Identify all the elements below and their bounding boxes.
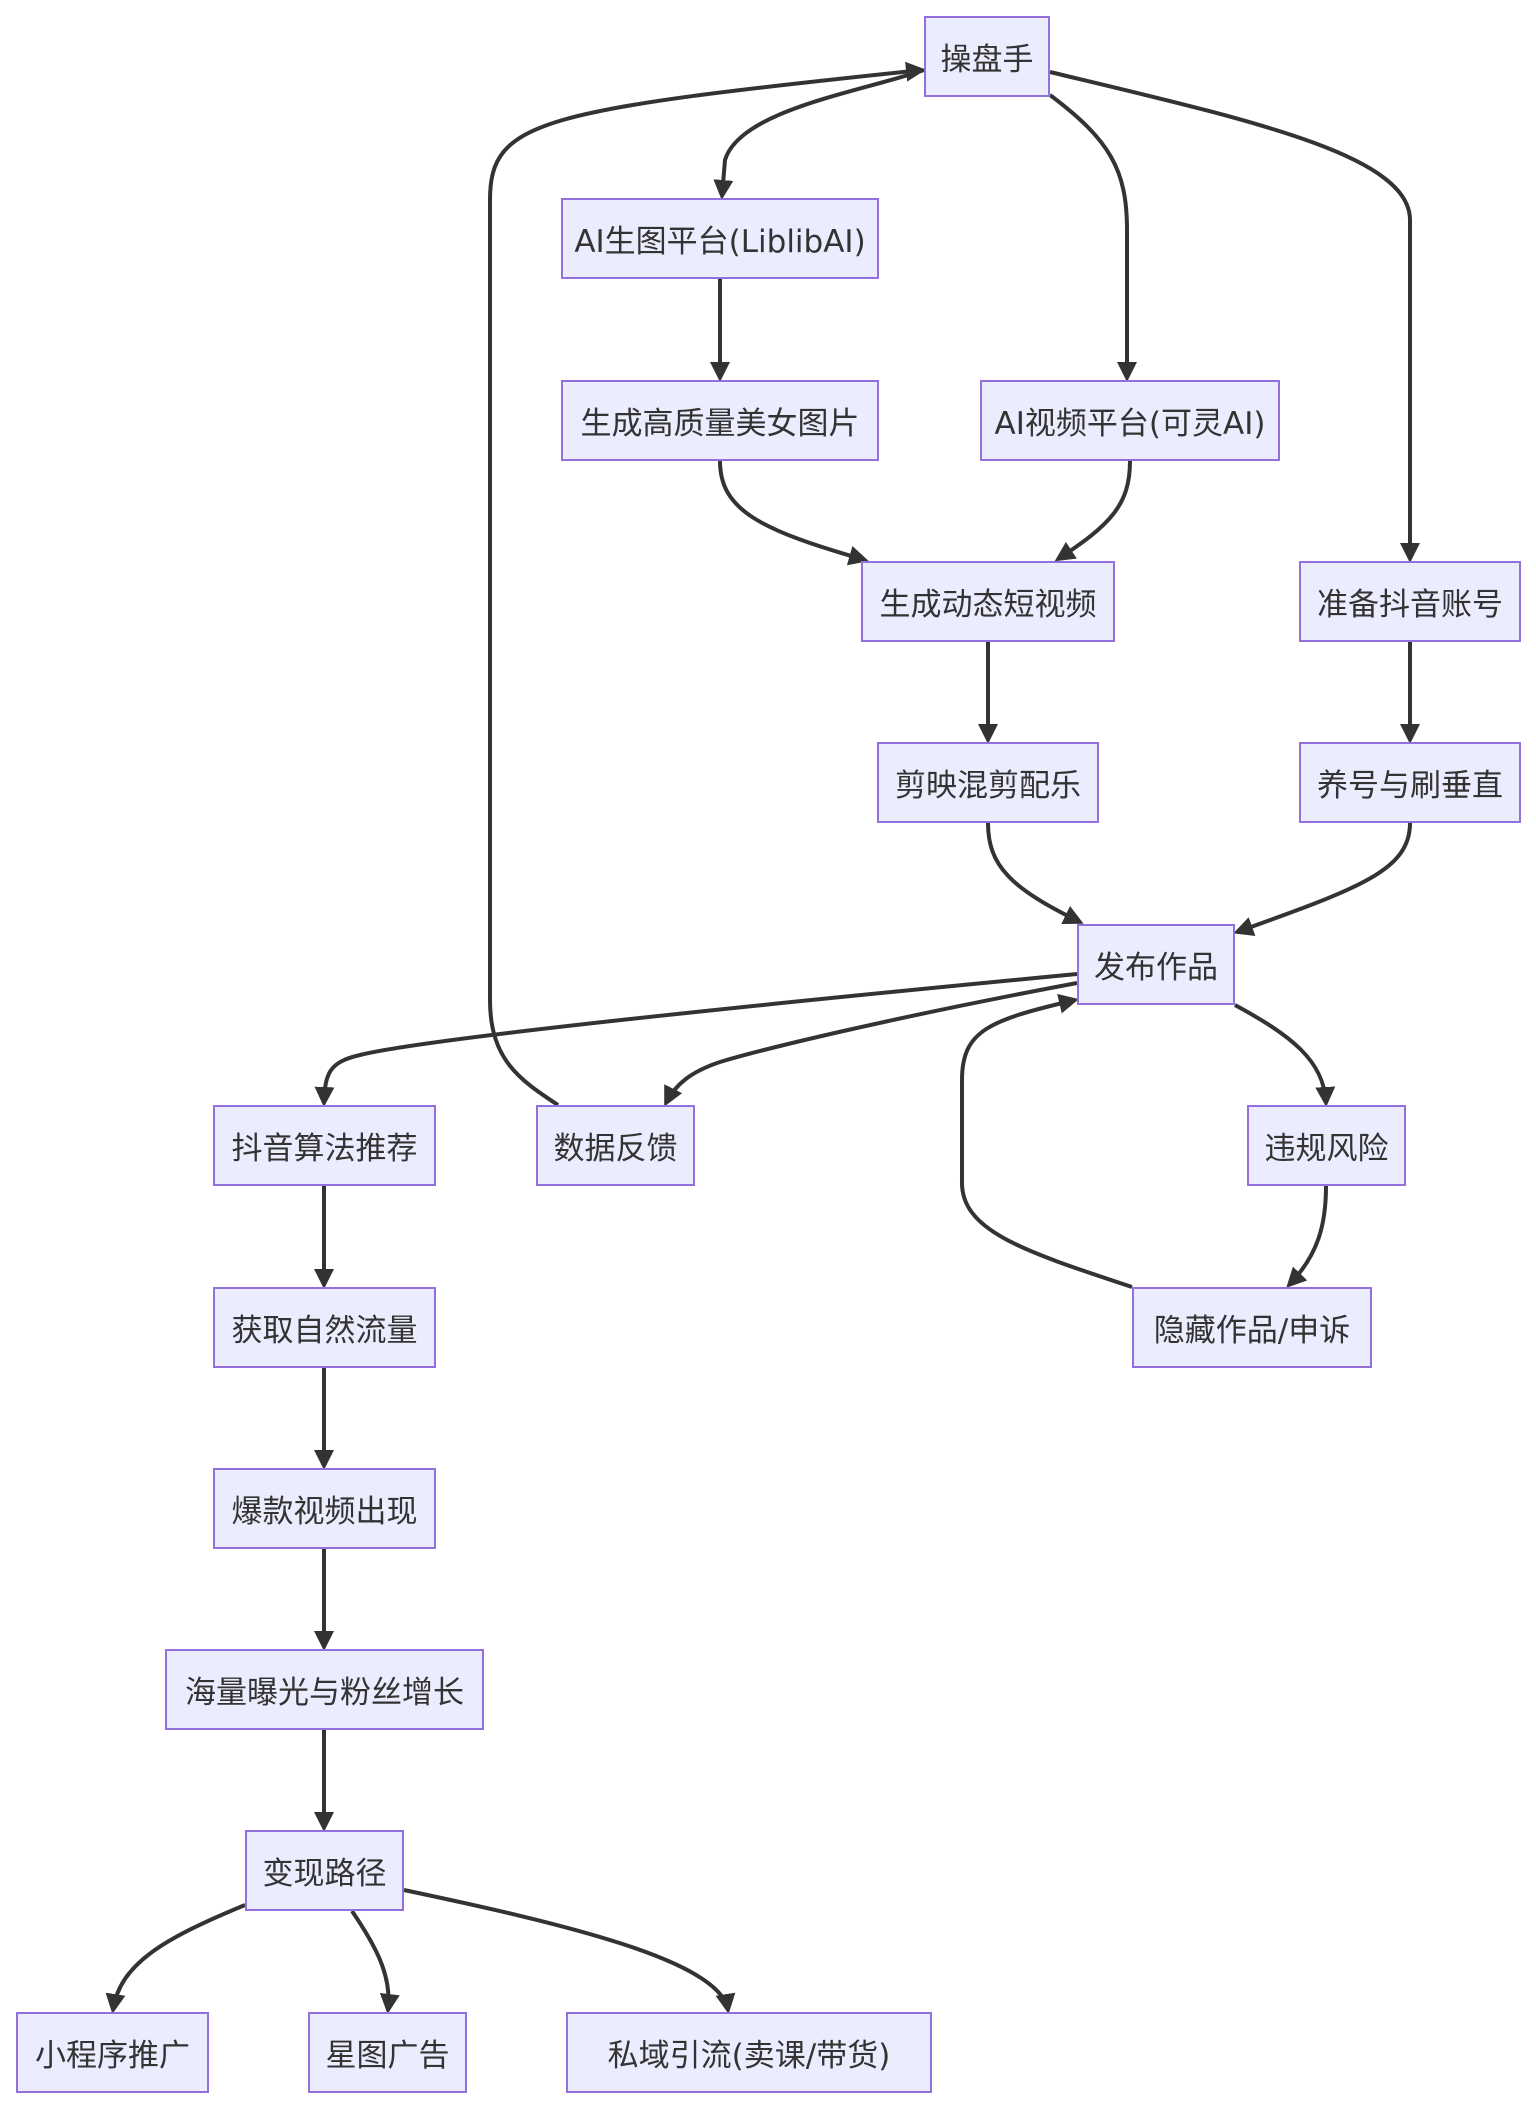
edge-publish-to-data-feedback: [664, 981, 1078, 1107]
node-nurture-account[interactable]: 养号与刷垂直: [1299, 742, 1521, 823]
node-private-traffic[interactable]: 私域引流(卖课/带货): [566, 2012, 932, 2093]
edge-trader-to-ai-image-platform: [713, 68, 925, 200]
edge-data-feedback-to-trader: [488, 61, 926, 1107]
edge-trader-to-prepare-account: [1049, 70, 1420, 563]
edge-trader-to-ai-video-platform: [1048, 93, 1137, 382]
node-exposure-fans[interactable]: 海量曝光与粉丝增长: [165, 1649, 484, 1730]
node-monetization[interactable]: 变现路径: [245, 1830, 404, 1911]
edge-monetization-to-private-traffic: [403, 1888, 736, 2014]
node-data-feedback[interactable]: 数据反馈: [536, 1105, 695, 1186]
node-trader[interactable]: 操盘手: [924, 16, 1050, 97]
edge-publish-to-algorithm: [314, 972, 1078, 1107]
edge-edit-music-to-publish: [986, 822, 1084, 925]
edge-ai-video-platform-to-generate-video: [1054, 460, 1132, 562]
edge-generate-images-to-generate-video: [718, 460, 869, 566]
edge-hide-appeal-to-publish: [959, 993, 1133, 1289]
node-ai-video-platform[interactable]: AI视频平台(可灵AI): [980, 380, 1280, 461]
node-prepare-account[interactable]: 准备抖音账号: [1299, 561, 1521, 642]
node-ai-image-platform[interactable]: AI生图平台(LiblibAI): [561, 198, 879, 279]
edge-violation-risk-to-hide-appeal: [1286, 1185, 1328, 1288]
edge-publish-to-violation-risk: [1234, 1003, 1336, 1107]
edge-monetization-to-mini-program: [105, 1903, 246, 2014]
node-generate-images[interactable]: 生成高质量美女图片: [561, 380, 879, 461]
node-viral-video[interactable]: 爆款视频出现: [213, 1468, 436, 1549]
edge-nurture-account-to-publish: [1233, 822, 1412, 937]
node-star-ads[interactable]: 星图广告: [308, 2012, 467, 2093]
node-publish[interactable]: 发布作品: [1077, 924, 1235, 1005]
node-edit-music[interactable]: 剪映混剪配乐: [877, 742, 1099, 823]
node-organic-traffic[interactable]: 获取自然流量: [213, 1287, 436, 1368]
node-hide-appeal[interactable]: 隐藏作品/申诉: [1132, 1287, 1372, 1368]
edge-monetization-to-star-ads: [350, 1909, 400, 2014]
node-mini-program[interactable]: 小程序推广: [16, 2012, 209, 2093]
node-algorithm[interactable]: 抖音算法推荐: [213, 1105, 436, 1186]
node-generate-video[interactable]: 生成动态短视频: [861, 561, 1115, 642]
node-violation-risk[interactable]: 违规风险: [1247, 1105, 1406, 1186]
